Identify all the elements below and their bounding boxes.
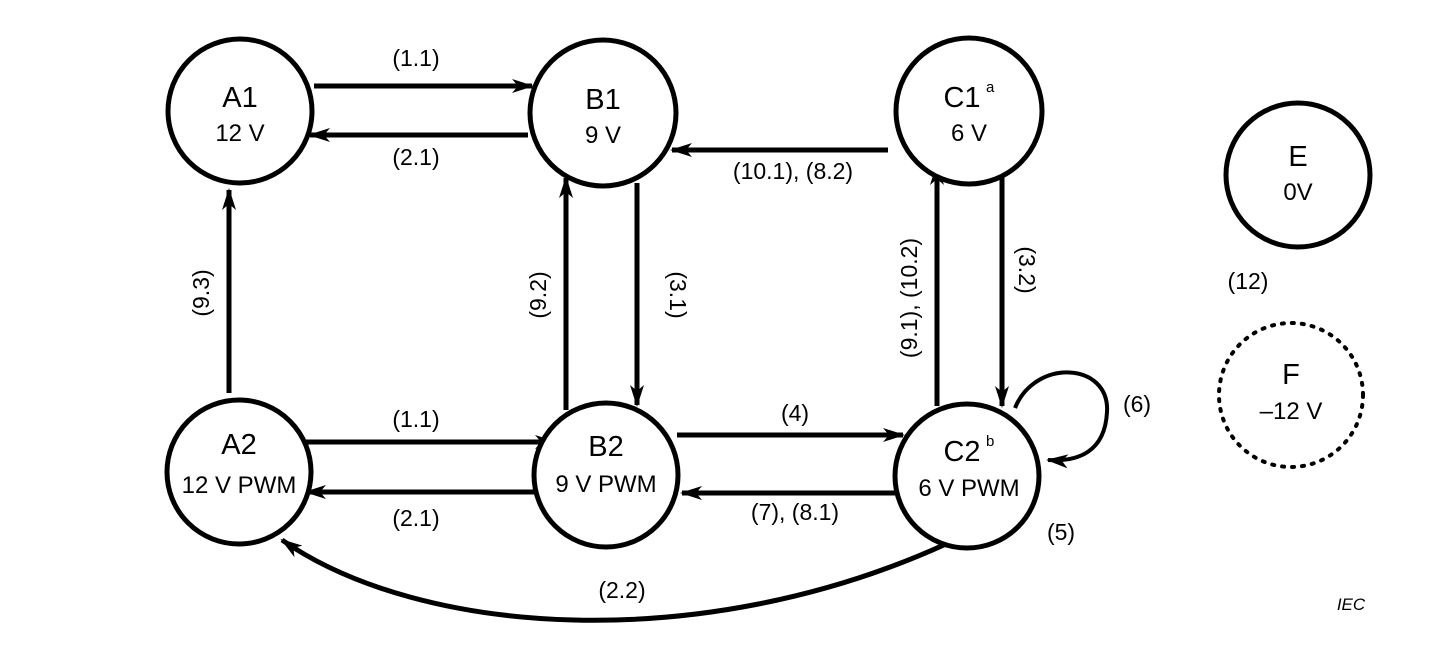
node-a2-name: A2 bbox=[221, 429, 256, 461]
node-b2-voltage: 9 V PWM bbox=[555, 471, 656, 498]
label-e-f: (12) bbox=[1228, 268, 1269, 294]
label-c1-c2: (3.2) bbox=[1014, 246, 1040, 293]
node-b2-name: B2 bbox=[588, 431, 623, 463]
node-e bbox=[1223, 100, 1373, 250]
label-a2-b2: (1.1) bbox=[392, 406, 439, 432]
label-c2-a2: (2.2) bbox=[598, 577, 645, 603]
node-a1-name: A1 bbox=[222, 82, 257, 114]
node-c1-superscript: a bbox=[986, 79, 995, 96]
label-c1-b1: (10.1), (8.2) bbox=[733, 158, 853, 184]
label-c2-c1: (9.1), (10.2) bbox=[896, 238, 922, 358]
node-f bbox=[1217, 321, 1365, 469]
node-b1-name: B1 bbox=[585, 84, 620, 116]
node-c2-voltage: 6 V PWM bbox=[918, 475, 1019, 502]
edge-c2-to-a2 bbox=[280, 537, 948, 623]
label-b2-c2: (4) bbox=[781, 400, 809, 426]
label-c2-b2: (7), (8.1) bbox=[751, 499, 839, 525]
label-b2-b1: (9.2) bbox=[525, 271, 551, 318]
label-a2-a1: (9.3) bbox=[188, 269, 214, 316]
label-b1-a1: (2.1) bbox=[392, 144, 439, 170]
node-c1 bbox=[893, 35, 1045, 187]
edge-c2-self-loop bbox=[1013, 370, 1110, 469]
node-e-voltage: 0V bbox=[1283, 179, 1312, 206]
node-c2 bbox=[892, 401, 1042, 551]
node-e-name: E bbox=[1288, 141, 1307, 173]
node-f-name: F bbox=[1282, 359, 1300, 391]
label-b2-a2: (2.1) bbox=[392, 505, 439, 531]
node-a1 bbox=[165, 36, 315, 186]
node-c1-voltage: 6 V bbox=[951, 120, 987, 147]
node-f-voltage: –12 V bbox=[1260, 398, 1323, 425]
node-c1-name: C1 bbox=[943, 82, 980, 114]
node-a2 bbox=[164, 397, 314, 547]
node-a1-voltage: 12 V bbox=[215, 120, 264, 147]
label-c2: (5) bbox=[1047, 519, 1075, 545]
node-c2-name: C2 bbox=[943, 436, 980, 468]
label-b1-b2: (3.1) bbox=[665, 271, 691, 318]
node-c2-superscript: b bbox=[986, 433, 994, 450]
node-b1 bbox=[527, 37, 679, 189]
node-b2 bbox=[531, 400, 681, 550]
iec-mark: IEC bbox=[1337, 595, 1366, 614]
label-c2-self: (6) bbox=[1123, 391, 1151, 417]
label-a1-b1: (1.1) bbox=[392, 45, 439, 71]
node-a2-voltage: 12 V PWM bbox=[182, 472, 297, 499]
node-b1-voltage: 9 V bbox=[585, 122, 621, 149]
